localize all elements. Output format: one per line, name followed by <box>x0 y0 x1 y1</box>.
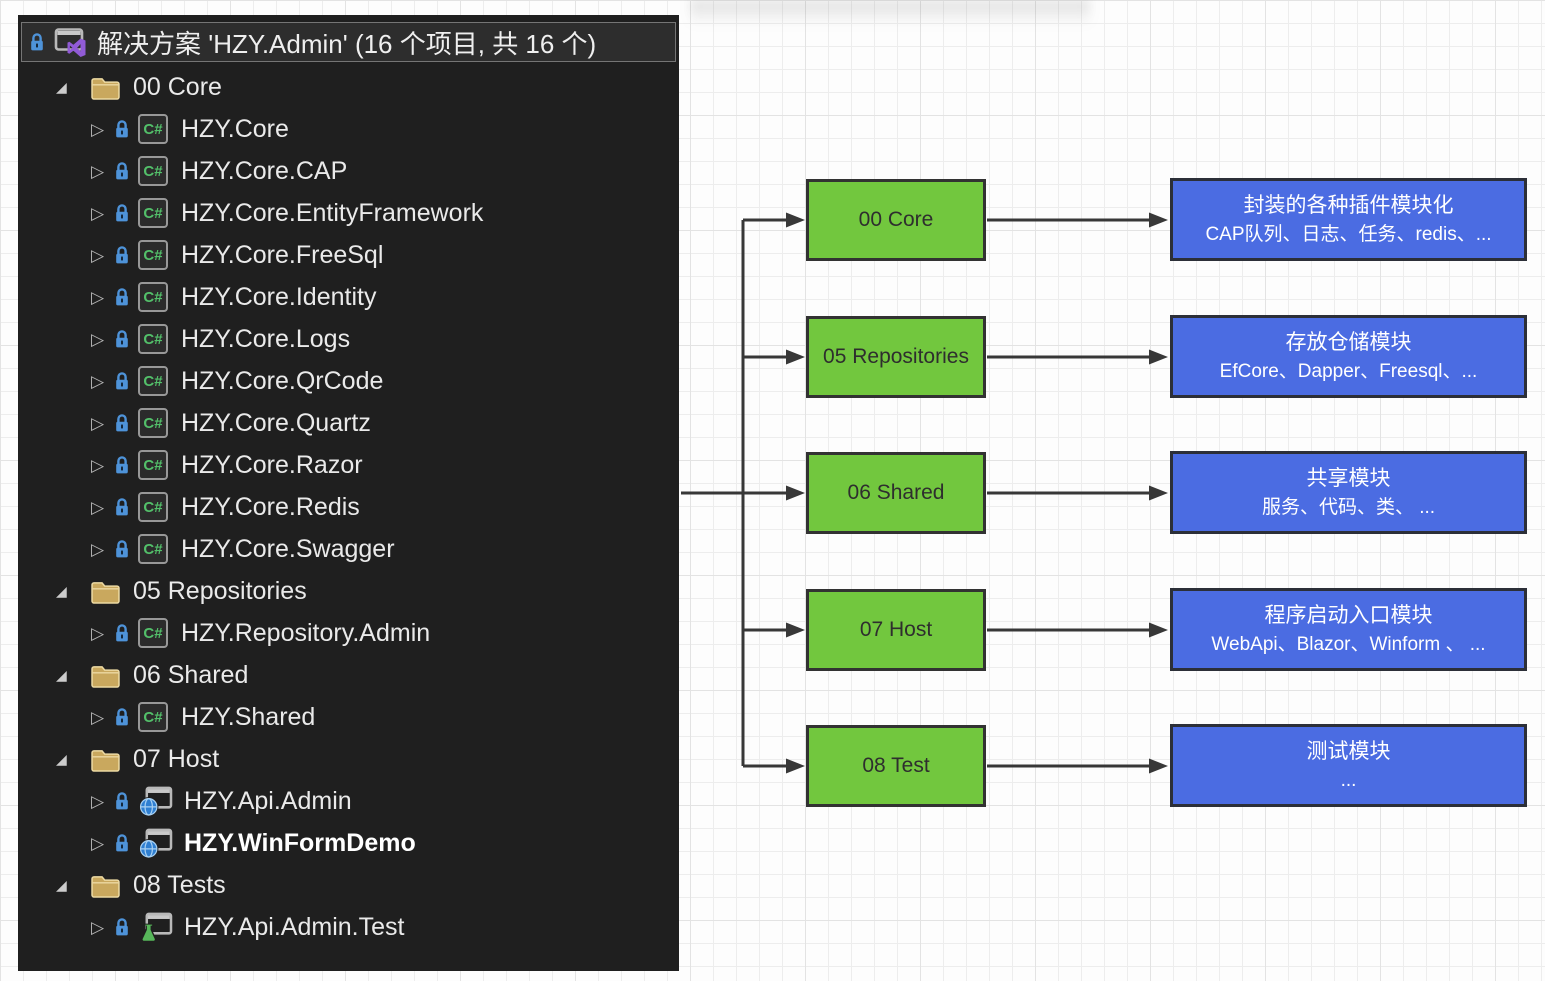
tree-folder-05-repositories[interactable]: ◢ 05 Repositories <box>56 576 307 605</box>
collapsed-arrow-icon[interactable]: ▷ <box>91 455 105 475</box>
expanded-arrow-icon[interactable]: ◢ <box>56 751 67 767</box>
web-project-icon <box>138 786 173 817</box>
tree-item-hzy-core-freesql[interactable]: ▷ C# HZY.Core.FreeSql <box>91 240 384 270</box>
lock-icon <box>114 203 130 223</box>
collapsed-arrow-icon[interactable]: ▷ <box>91 329 105 349</box>
lock-icon <box>29 32 45 52</box>
tree-item-hzy-core-razor[interactable]: ▷ C# HZY.Core.Razor <box>91 450 363 480</box>
lock-icon <box>114 329 130 349</box>
desc-box-08-test: 测试模块 ... <box>1170 724 1527 807</box>
collapsed-arrow-icon[interactable]: ▷ <box>91 371 105 391</box>
desc-box-06-shared: 共享模块 服务、代码、类、 ... <box>1170 451 1527 534</box>
group-box-00-core: 00 Core <box>806 179 986 261</box>
csharp-project-icon: C# <box>138 198 168 228</box>
group-box-05-repositories: 05 Repositories <box>806 316 986 398</box>
csharp-project-icon: C# <box>138 618 168 648</box>
web-project-icon <box>138 828 173 859</box>
collapsed-arrow-icon[interactable]: ▷ <box>91 245 105 265</box>
visual-studio-solution-icon <box>53 27 89 58</box>
collapsed-arrow-icon[interactable]: ▷ <box>91 833 105 853</box>
lock-icon <box>114 539 130 559</box>
collapsed-arrow-icon[interactable]: ▷ <box>91 161 105 181</box>
folder-icon <box>90 873 121 898</box>
collapsed-arrow-icon[interactable]: ▷ <box>91 203 105 223</box>
group-box-08-test: 08 Test <box>806 725 986 807</box>
folder-icon <box>90 663 121 688</box>
folder-icon <box>90 747 121 772</box>
csharp-project-icon: C# <box>138 324 168 354</box>
desc-box-00-core: 封装的各种插件模块化 CAP队列、日志、任务、redis、... <box>1170 178 1527 261</box>
csharp-project-icon: C# <box>138 408 168 438</box>
collapsed-arrow-icon[interactable]: ▷ <box>91 623 105 643</box>
lock-icon <box>114 623 130 643</box>
expanded-arrow-icon[interactable]: ◢ <box>56 877 67 893</box>
csharp-project-icon: C# <box>138 114 168 144</box>
expanded-arrow-icon[interactable]: ◢ <box>56 583 67 599</box>
tree-item-hzy-core-qrcode[interactable]: ▷ C# HZY.Core.QrCode <box>91 366 384 396</box>
tree-item-hzy-core-cap[interactable]: ▷ C# HZY.Core.CAP <box>91 156 348 186</box>
tree-item-hzy-api-admin-test[interactable]: ▷ HZY.Api.Admin.Test <box>91 912 405 943</box>
csharp-project-icon: C# <box>138 282 168 312</box>
solution-tree: ◢ 00 Core ▷ C# HZY.Core ▷ C# HZY.Core.CA… <box>18 66 679 948</box>
desc-box-05-repositories: 存放仓储模块 EfCore、Dapper、Freesql、... <box>1170 315 1527 398</box>
csharp-project-icon: C# <box>138 492 168 522</box>
tree-item-hzy-core-redis[interactable]: ▷ C# HZY.Core.Redis <box>91 492 360 522</box>
tree-item-hzy-core-entityframework[interactable]: ▷ C# HZY.Core.EntityFramework <box>91 198 484 228</box>
csharp-project-icon: C# <box>138 366 168 396</box>
tree-item-hzy-core-logs[interactable]: ▷ C# HZY.Core.Logs <box>91 324 351 354</box>
csharp-project-icon: C# <box>138 534 168 564</box>
collapsed-arrow-icon[interactable]: ▷ <box>91 539 105 559</box>
collapsed-arrow-icon[interactable]: ▷ <box>91 119 105 139</box>
tree-item-hzy-core[interactable]: ▷ C# HZY.Core <box>91 114 289 144</box>
lock-icon <box>114 287 130 307</box>
tree-folder-07-host[interactable]: ◢ 07 Host <box>56 744 220 773</box>
collapsed-arrow-icon[interactable]: ▷ <box>91 917 105 937</box>
lock-icon <box>114 455 130 475</box>
tree-folder-00-core[interactable]: ◢ 00 Core <box>56 72 222 101</box>
lock-icon <box>114 791 130 811</box>
group-box-07-host: 07 Host <box>806 589 986 671</box>
tree-item-hzy-core-quartz[interactable]: ▷ C# HZY.Core.Quartz <box>91 408 371 438</box>
collapsed-arrow-icon[interactable]: ▷ <box>91 413 105 433</box>
collapsed-arrow-icon[interactable]: ▷ <box>91 497 105 517</box>
folder-icon <box>90 75 121 100</box>
tree-item-hzy-winformdemo[interactable]: ▷ HZY.WinFormDemo <box>91 828 416 859</box>
solution-root-row[interactable]: 解决方案 'HZY.Admin' (16 个项目, 共 16 个) <box>21 22 676 62</box>
tree-folder-06-shared[interactable]: ◢ 06 Shared <box>56 660 249 689</box>
lock-icon <box>114 245 130 265</box>
collapsed-arrow-icon[interactable]: ▷ <box>91 791 105 811</box>
lock-icon <box>114 917 130 937</box>
tree-item-hzy-repository-admin[interactable]: ▷ C# HZY.Repository.Admin <box>91 618 431 648</box>
lock-icon <box>114 119 130 139</box>
expanded-arrow-icon[interactable]: ◢ <box>56 667 67 683</box>
csharp-project-icon: C# <box>138 156 168 186</box>
csharp-project-icon: C# <box>138 240 168 270</box>
group-box-06-shared: 06 Shared <box>806 452 986 534</box>
lock-icon <box>114 161 130 181</box>
test-project-icon <box>138 912 173 943</box>
solution-explorer-panel: 解决方案 'HZY.Admin' (16 个项目, 共 16 个) ◢ 00 C… <box>18 15 679 971</box>
tree-item-hzy-shared[interactable]: ▷ C# HZY.Shared <box>91 702 316 732</box>
tree-item-hzy-core-swagger[interactable]: ▷ C# HZY.Core.Swagger <box>91 534 395 564</box>
tree-folder-08-tests[interactable]: ◢ 08 Tests <box>56 870 226 899</box>
csharp-project-icon: C# <box>138 702 168 732</box>
tree-item-hzy-core-identity[interactable]: ▷ C# HZY.Core.Identity <box>91 282 377 312</box>
csharp-project-icon: C# <box>138 450 168 480</box>
tree-item-hzy-api-admin[interactable]: ▷ HZY.Api.Admin <box>91 786 352 817</box>
lock-icon <box>114 707 130 727</box>
grid-shadow-smudge <box>690 0 1090 26</box>
desc-box-07-host: 程序启动入口模块 WebApi、Blazor、Winform 、 ... <box>1170 588 1527 671</box>
lock-icon <box>114 371 130 391</box>
collapsed-arrow-icon[interactable]: ▷ <box>91 707 105 727</box>
lock-icon <box>114 413 130 433</box>
lock-icon <box>114 833 130 853</box>
solution-title: 解决方案 'HZY.Admin' (16 个项目, 共 16 个) <box>97 28 597 59</box>
folder-icon <box>90 579 121 604</box>
expanded-arrow-icon[interactable]: ◢ <box>56 79 67 95</box>
collapsed-arrow-icon[interactable]: ▷ <box>91 287 105 307</box>
lock-icon <box>114 497 130 517</box>
